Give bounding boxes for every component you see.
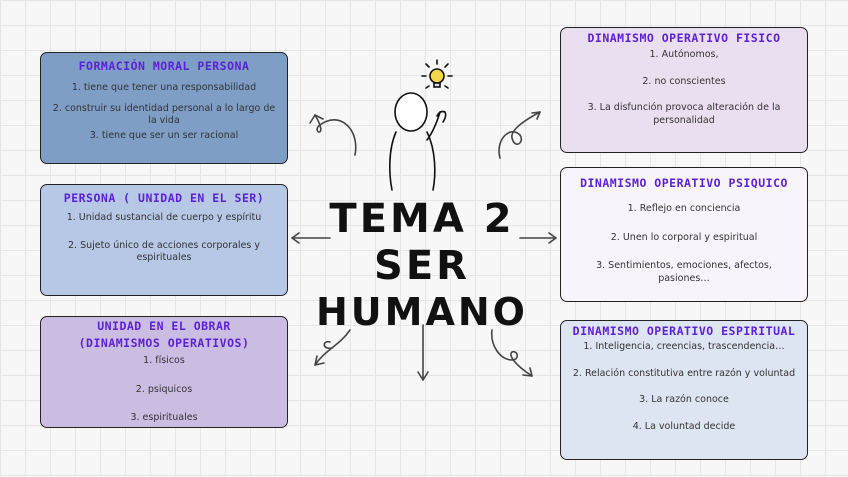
list-item: 4. La voluntad decide xyxy=(632,420,736,432)
card-list: 1. Inteligencia, creencias, trascendenci… xyxy=(561,341,807,433)
card-heading: DINAMISMO OPERATIVO PSIQUICO xyxy=(580,176,788,190)
card-list: 1. Reflejo en conciencia 2. Unen lo corp… xyxy=(561,203,807,285)
list-item: 1. tiene que tener una responsabilidad xyxy=(71,82,257,93)
title-line-2: SER xyxy=(374,243,470,289)
list-item: 2. no conscientes xyxy=(642,75,726,87)
list-item: 2. psiquicos xyxy=(135,383,193,395)
card-formacion-moral: FORMACIÓN MORAL PERSONA 1. tiene que ten… xyxy=(40,52,288,164)
card-dinamismo-espiritual: DINAMISMO OPERATIVO ESPIRITUAL 1. Inteli… xyxy=(560,320,808,460)
list-item: 2. Unen lo corporal y espiritual xyxy=(610,231,758,243)
list-item: 1. Unidad sustancial de cuerpo y espírit… xyxy=(66,212,262,223)
card-dinamismo-psiquico: DINAMISMO OPERATIVO PSIQUICO 1. Reflejo … xyxy=(560,167,808,302)
list-item: 1. Reflejo en conciencia xyxy=(627,203,741,214)
list-item: 3. La razón conoce xyxy=(639,394,729,405)
card-heading: PERSONA ( UNIDAD EN EL SER) xyxy=(63,191,265,205)
card-list: 1. Unidad sustancial de cuerpo y espírit… xyxy=(41,212,287,265)
arrow-icon xyxy=(291,111,557,381)
card-heading: DINAMISMO OPERATIVO ESPIRITUAL xyxy=(572,324,796,338)
list-item: 3. La disfunción provoca alteración de l… xyxy=(587,102,781,126)
person-with-lightbulb-icon xyxy=(389,59,453,191)
list-item: 1. físicos xyxy=(143,355,185,366)
list-item: 3. Sentimientos, emociones, afectos, pas… xyxy=(596,260,772,284)
card-list: 1. Autónomos, 2. no conscientes 3. La di… xyxy=(561,49,807,127)
card-persona: PERSONA ( UNIDAD EN EL SER) 1. Unidad su… xyxy=(40,184,288,296)
title-line-3: HUMANO xyxy=(316,290,528,334)
title-line-1: TEMA 2 xyxy=(329,196,515,242)
card-heading-sub: (DINAMISMOS OPERATIVOS) xyxy=(78,336,250,350)
list-item: 3. espirituales xyxy=(130,412,198,423)
list-item: 2. Relación constitutiva entre razón y v… xyxy=(572,367,796,379)
card-heading: UNIDAD EN EL OBRAR xyxy=(97,319,231,333)
card-unidad-obrar: UNIDAD EN EL OBRAR (DINAMISMOS OPERATIVO… xyxy=(40,316,288,428)
list-item: 2. Sujeto único de acciones corporales y… xyxy=(68,239,260,264)
list-item: 3. tiene que ser un ser racional xyxy=(89,129,239,141)
card-dinamismo-fisico: DINAMISMO OPERATIVO FISICO 1. Autónomos,… xyxy=(560,27,808,153)
card-list: 1. físicos 2. psiquicos 3. espirituales xyxy=(41,355,287,425)
card-heading: FORMACIÓN MORAL PERSONA xyxy=(78,59,250,73)
card-list: 1. tiene que tener una responsabilidad 2… xyxy=(41,82,287,142)
card-heading: DINAMISMO OPERATIVO FISICO xyxy=(587,31,781,45)
list-item: 2. construir su identidad personal a lo … xyxy=(52,102,276,127)
list-item: 1. Autónomos, xyxy=(649,49,719,60)
list-item: 1. Inteligencia, creencias, trascendenci… xyxy=(583,341,785,352)
